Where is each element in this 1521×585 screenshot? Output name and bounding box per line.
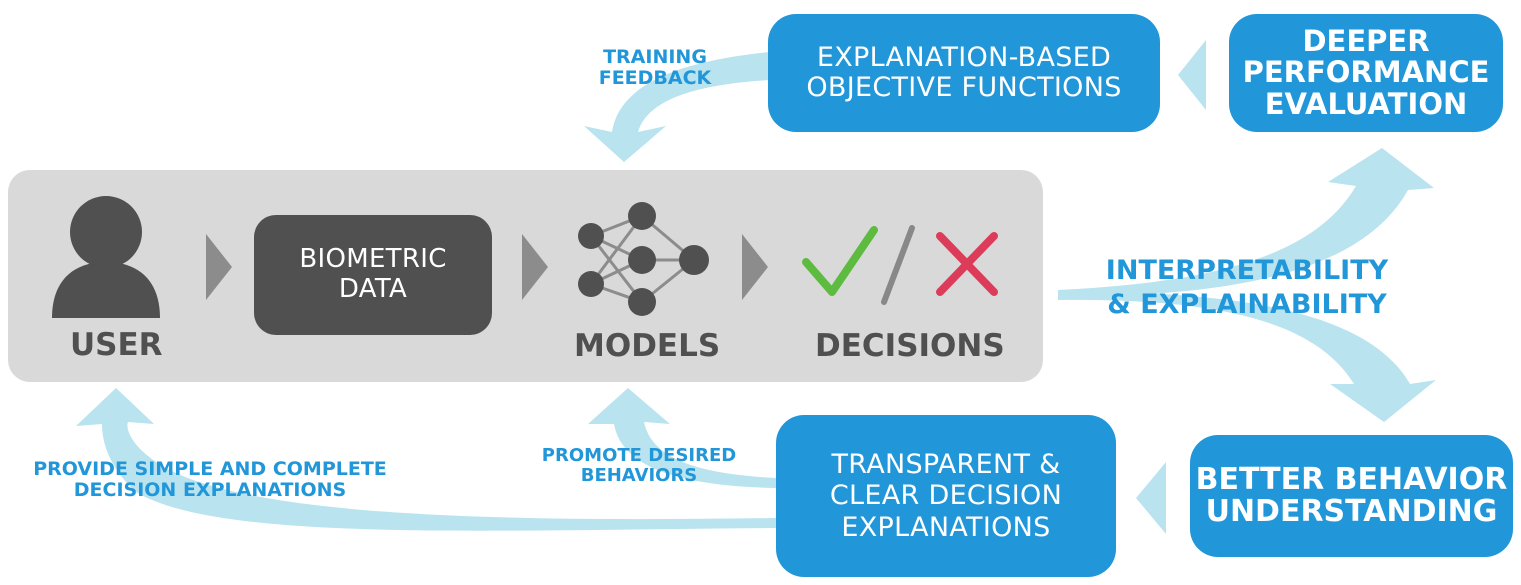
models-label: MODELS (574, 328, 721, 364)
checkmark-icon (802, 226, 878, 296)
biometric-data-box: BIOMETRIC DATA (254, 215, 492, 335)
neural-network-icon (578, 202, 709, 316)
slash-divider-icon (881, 225, 915, 305)
interpretability-arrow-down (1058, 291, 1436, 422)
deeper-to-objective-chevron (1178, 40, 1206, 110)
cross-icon (936, 232, 998, 296)
decisions-label: DECISIONS (815, 328, 1005, 364)
user-silhouette-icon (52, 196, 160, 318)
interpretability-label: INTERPRETABILITY & EXPLAINABILITY (1105, 255, 1389, 320)
better-understanding-box: BETTER BEHAVIOR UNDERSTANDING (1190, 435, 1513, 557)
objective-functions-box: EXPLANATION-BASED OBJECTIVE FUNCTIONS (768, 14, 1160, 132)
training-feedback-label: TRAINING FEEDBACK (598, 46, 712, 90)
better-to-transparent-chevron (1136, 462, 1166, 534)
promote-behaviors-arrow (588, 388, 776, 488)
chevron-right-icon (206, 234, 232, 300)
provide-explanations-label: PROVIDE SIMPLE AND COMPLETE DECISION EXP… (33, 458, 387, 502)
interpretability-arrow-up (1058, 148, 1434, 297)
deeper-evaluation-box: DEEPER PERFORMANCE EVALUATION (1229, 14, 1503, 132)
chevron-right-icon (742, 234, 768, 300)
promote-behaviors-label: PROMOTE DESIRED BEHAVIORS (541, 445, 737, 487)
user-label: USER (70, 327, 163, 363)
chevron-right-icon (522, 234, 548, 300)
training-feedback-arrow (584, 52, 770, 162)
transparent-explanations-box: TRANSPARENT & CLEAR DECISION EXPLANATION… (776, 415, 1116, 577)
